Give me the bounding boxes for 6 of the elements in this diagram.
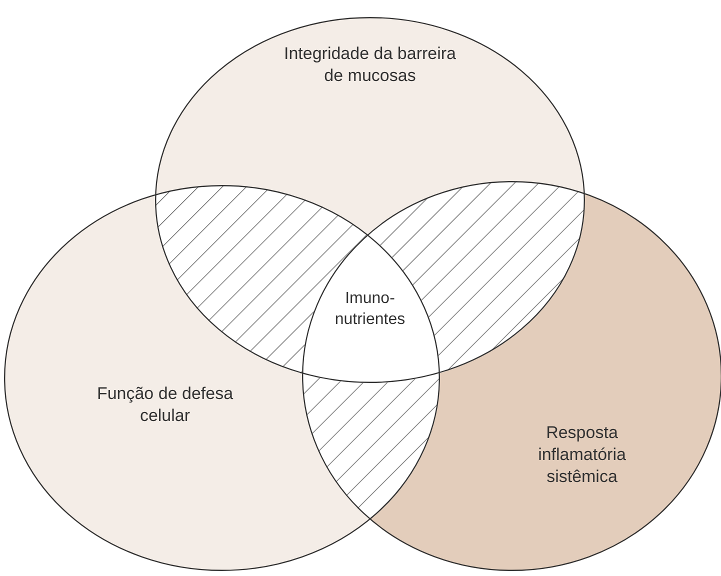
region-label: Resposta inflamatória sistêmica [537, 422, 627, 488]
region-label: Integridade da barreira de mucosas [282, 42, 457, 87]
venn-circle [155, 17, 585, 383]
region-label: Imuno- nutrientes [334, 289, 406, 330]
region-label: Função de defesa celular [96, 382, 234, 427]
venn-circle [4, 185, 440, 571]
